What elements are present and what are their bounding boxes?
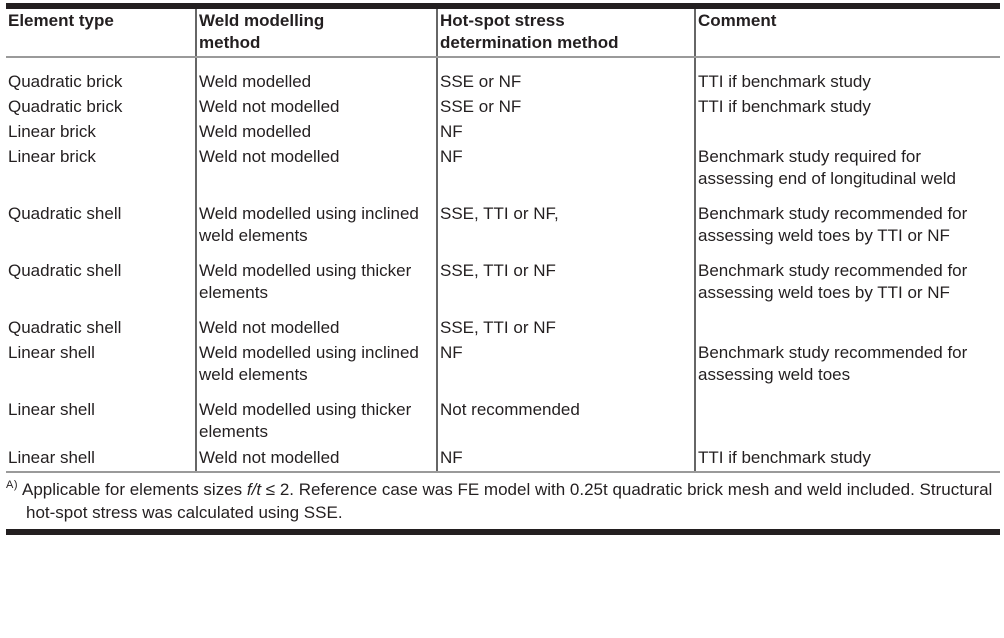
table-body: Quadratic brick Weld modelled SSE or NF … [6, 57, 1000, 471]
header-label: Hot-spot stress determination method [440, 11, 619, 52]
cell-hot-spot-method: SSE, TTI or NF [436, 259, 695, 316]
cell-element-type: Linear brick [8, 147, 96, 166]
cell-weld-modelling-method: Weld modelled using thicker elements [195, 398, 437, 446]
cell-comment [694, 316, 1000, 341]
cell-element-type: Quadratic shell [8, 318, 122, 337]
cell-element-type: Quadratic brick [8, 72, 123, 91]
footnote-italic-term: f/t [246, 480, 262, 499]
table-row: Quadratic brick Weld not modelled SSE or… [6, 95, 1000, 120]
table-row: Quadratic shell Weld not modelled SSE, T… [6, 316, 1000, 341]
cell-element-type: Linear brick [8, 122, 96, 141]
cell-hot-spot-method: SSE or NF [436, 57, 695, 95]
header-label: Comment [698, 11, 777, 30]
cell-comment: Benchmark study recommended for assessin… [694, 202, 1000, 259]
table-header: Element type Weld modelling method Hot-s… [6, 9, 1000, 58]
cell-weld-modelling-method: Weld modelled using thicker elements [195, 259, 437, 316]
cell-hot-spot-method: SSE, TTI or NF [436, 316, 695, 341]
header-label: Weld modelling method [199, 11, 325, 52]
table-row: Linear brick Weld not modelled NF Benchm… [6, 145, 1000, 202]
cell-weld-modelling-method: Weld not modelled [195, 145, 437, 202]
cell-comment: TTI if benchmark study [694, 95, 1000, 120]
header-weld-modelling-method: Weld modelling method [195, 9, 437, 58]
footnote-text-part1: Applicable for elements sizes [22, 480, 247, 499]
table-row: Quadratic brick Weld modelled SSE or NF … [6, 57, 1000, 95]
cell-element-type: Quadratic shell [8, 204, 122, 223]
cell-hot-spot-method: NF [436, 446, 695, 471]
footnote-divider-rule [6, 471, 1000, 473]
cell-element-type: Linear shell [8, 343, 95, 362]
cell-hot-spot-method: NF [436, 120, 695, 145]
cell-comment: TTI if benchmark study [694, 57, 1000, 95]
cell-weld-modelling-method: Weld not modelled [195, 446, 437, 471]
header-label: Element type [8, 11, 114, 30]
cell-hot-spot-method: SSE or NF [436, 95, 695, 120]
cell-element-type: Linear shell [8, 448, 95, 467]
cell-comment: TTI if benchmark study [694, 446, 1000, 471]
cell-weld-modelling-method: Weld modelled using inclined weld elemen… [195, 202, 437, 259]
header-element-type: Element type [6, 9, 196, 58]
weld-modelling-table: Element type Weld modelling method Hot-s… [6, 9, 1000, 471]
cell-hot-spot-method: Not recommended [436, 398, 695, 446]
table-row: Linear shell Weld not modelled NF TTI if… [6, 446, 1000, 471]
cell-weld-modelling-method: Weld not modelled [195, 95, 437, 120]
cell-comment [694, 398, 1000, 446]
table-row: Linear shell Weld modelled using incline… [6, 341, 1000, 398]
table-row: Linear brick Weld modelled NF [6, 120, 1000, 145]
footnote-marker: A) [6, 479, 18, 492]
header-hot-spot-method: Hot-spot stress determination method [436, 9, 695, 58]
table-row: Linear shell Weld modelled using thicker… [6, 398, 1000, 446]
cell-element-type: Linear shell [8, 400, 95, 419]
cell-hot-spot-method: NF [436, 145, 695, 202]
cell-hot-spot-method: SSE, TTI or NF, [436, 202, 695, 259]
cell-comment: Benchmark study recommended for assessin… [694, 259, 1000, 316]
cell-weld-modelling-method: Weld modelled [195, 57, 437, 95]
table-row: Quadratic shell Weld modelled using incl… [6, 202, 1000, 259]
cell-comment: Benchmark study recommended for assessin… [694, 341, 1000, 398]
header-row: Element type Weld modelling method Hot-s… [6, 9, 1000, 58]
cell-element-type: Quadratic shell [8, 261, 122, 280]
table-row: Quadratic shell Weld modelled using thic… [6, 259, 1000, 316]
top-rule [6, 3, 1000, 9]
footnote-text-part2: ≤ 2. Reference case was FE model with 0.… [26, 480, 993, 522]
cell-hot-spot-method: NF [436, 341, 695, 398]
table-footnote: A) Applicable for elements sizes f/t ≤ 2.… [6, 478, 1000, 524]
bottom-rule [6, 529, 1000, 535]
cell-element-type: Quadratic brick [8, 97, 123, 116]
cell-weld-modelling-method: Weld modelled using inclined weld elemen… [195, 341, 437, 398]
cell-weld-modelling-method: Weld not modelled [195, 316, 437, 341]
header-comment: Comment [694, 9, 1000, 58]
cell-comment [694, 120, 1000, 145]
cell-weld-modelling-method: Weld modelled [195, 120, 437, 145]
cell-comment: Benchmark study required for assessing e… [694, 145, 1000, 202]
